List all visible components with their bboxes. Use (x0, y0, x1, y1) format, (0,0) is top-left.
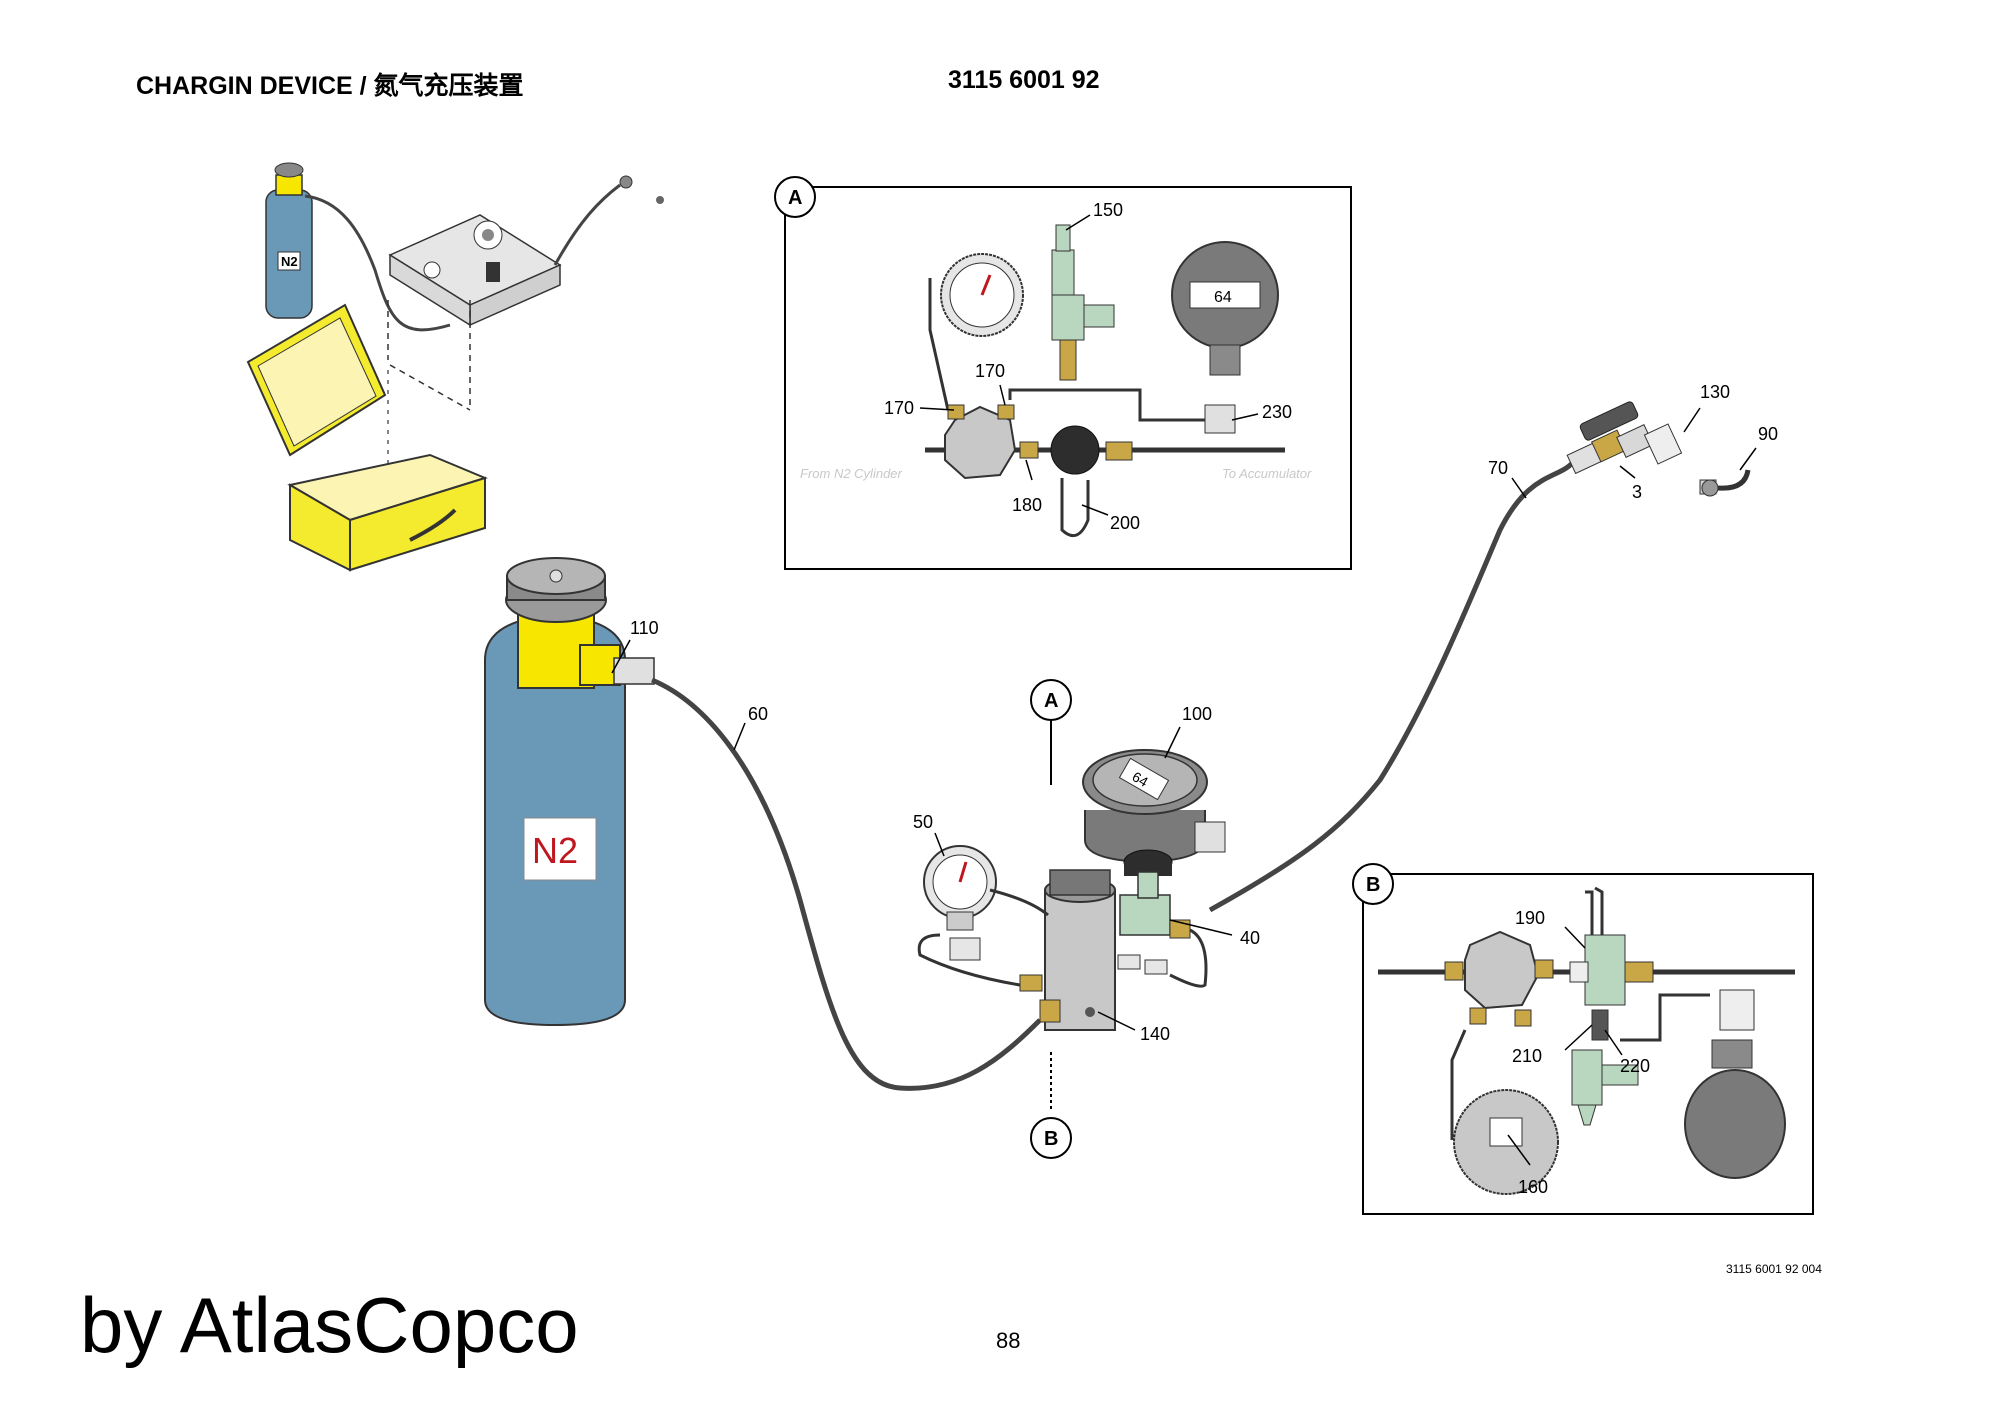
callout-90: 90 (1758, 424, 1778, 444)
part-number: 3115 6001 92 (948, 66, 1100, 94)
callout-110: 110 (630, 618, 659, 638)
section-marker-b: B (1030, 1052, 1072, 1159)
page-number: 88 (996, 1328, 1021, 1353)
overview-illustration: N2 (246, 162, 664, 572)
accumulator-valve (1566, 401, 1751, 497)
callouts: 110 60 100 50 40 140 70 130 90 3 (611, 382, 1778, 1044)
callout-3: 3 (1632, 482, 1642, 502)
detail-b-callout-210: 210 (1512, 1046, 1542, 1066)
detail-b-callout-190: 190 (1515, 908, 1545, 928)
detail-b-callout-220: 220 (1620, 1056, 1650, 1076)
hose-60 (651, 677, 1042, 1091)
detail-a-callout-180: 180 (1012, 495, 1042, 515)
detail-a-callout-150: 150 (1093, 200, 1123, 220)
detail-a: A 64 From N2 Cylinder To Accumulator (774, 176, 1352, 570)
cylinder-label: N2 (532, 830, 578, 871)
digital-gauge-readout: 64 (1129, 768, 1151, 790)
charging-assembly: 64 (917, 749, 1226, 1031)
brand-watermark: by AtlasCopco (80, 1281, 579, 1369)
callout-70: 70 (1488, 458, 1508, 478)
hose-70 (1208, 458, 1577, 913)
detail-a-note-left: From N2 Cylinder (800, 466, 903, 481)
section-marker-a: A (1030, 679, 1072, 785)
section-marker-b-letter: B (1044, 1128, 1058, 1150)
callout-130: 130 (1700, 382, 1730, 402)
callout-40: 40 (1240, 928, 1260, 948)
detail-a-gauge-readout: 64 (1214, 289, 1232, 306)
small-cylinder-label: N2 (281, 254, 298, 269)
detail-a-letter: A (788, 187, 802, 209)
detail-a-callout-200: 200 (1110, 513, 1140, 533)
detail-a-callout-230: 230 (1262, 402, 1292, 422)
callout-60: 60 (748, 704, 768, 724)
callout-140: 140 (1140, 1024, 1170, 1044)
callout-50: 50 (913, 812, 933, 832)
detail-b: B 190 210 220 160 (1352, 863, 1814, 1215)
detail-a-callout-170-left: 170 (884, 398, 914, 418)
detail-a-callout-170-right: 170 (975, 361, 1005, 381)
detail-b-callout-160: 160 (1518, 1177, 1548, 1197)
page-title: CHARGIN DEVICE / 氮气充压装置 (136, 72, 524, 100)
detail-b-letter: B (1366, 874, 1380, 896)
detail-a-note-right: To Accumulator (1222, 466, 1312, 481)
callout-100: 100 (1182, 704, 1212, 724)
n2-cylinder: N2 (484, 557, 655, 1027)
drawing-reference: 3115 6001 92 004 (1726, 1262, 1822, 1276)
section-marker-a-letter: A (1044, 690, 1058, 712)
